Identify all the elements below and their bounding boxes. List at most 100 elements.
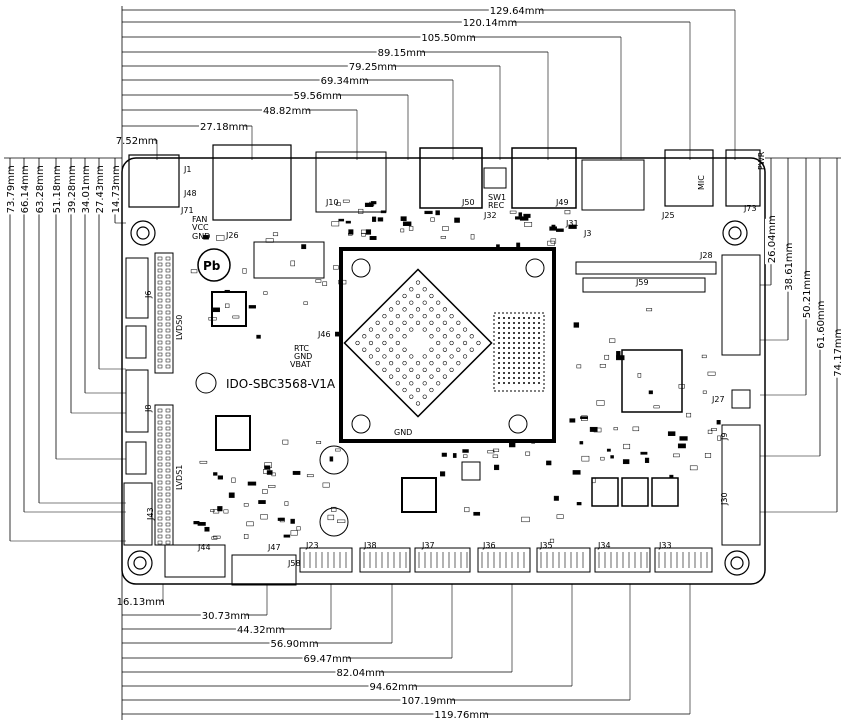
bottom-header-connector — [477, 547, 531, 573]
j25-audio — [664, 149, 714, 207]
top-dim-label: 79.25mm — [349, 62, 397, 73]
chip-lvds1 — [215, 415, 251, 451]
left-dim-label: 34.01mm — [81, 165, 92, 213]
right-dim-label: 50.21mm — [802, 270, 813, 318]
lvds1-header — [154, 404, 174, 546]
label-rtc: RTC — [294, 344, 309, 353]
label-rtc-vbat: VBAT — [290, 360, 311, 369]
j44-header — [164, 544, 226, 578]
label-j3: J3 — [583, 229, 591, 238]
label-j37: J37 — [421, 541, 435, 550]
top-dimension-lines: 129.64mm120.14mm105.50mm89.15mm79.25mm69… — [114, 4, 736, 584]
j49-ethernet — [511, 147, 577, 209]
bottom-header-connector — [299, 547, 353, 573]
label-j46: J46 — [317, 330, 331, 339]
chip-right — [621, 349, 683, 413]
right-dim-label: 61.60mm — [816, 301, 827, 349]
j59-strip — [575, 261, 717, 275]
gnd-marker-label: GND — [394, 428, 412, 437]
bottom-header-connector — [654, 547, 713, 573]
left-dim-label: 39.28mm — [67, 165, 78, 213]
label-j6: J6 — [144, 291, 153, 299]
right-dim-label: 26.04mm — [767, 215, 778, 263]
top-dim-label: 89.15mm — [378, 48, 426, 59]
bottom-dim-label: 107.19mm — [401, 696, 455, 707]
mounting-holes — [127, 220, 750, 576]
label-j59: J59 — [635, 278, 649, 287]
bottom-dimension-lines: 16.13mm30.73mm44.32mm56.90mm69.47mm82.04… — [115, 584, 691, 721]
j28-connector — [721, 254, 761, 356]
right-dim-label: 38.61mm — [784, 243, 795, 291]
label-j9: J9 — [720, 433, 729, 441]
bottom-dim-label: 119.76mm — [434, 710, 488, 721]
label-rtc-gnd: GND — [294, 352, 312, 361]
label-fan: FAN — [192, 215, 207, 224]
top-dim-label: 129.64mm — [490, 6, 544, 17]
left-dim-label: 63.28mm — [35, 165, 46, 213]
battery-holder — [195, 372, 217, 394]
bottom-dim-label: 16.13mm — [117, 597, 165, 608]
j3-hdmi — [581, 159, 645, 211]
j59-strip-2 — [582, 277, 706, 293]
label-j48: J48 — [183, 189, 197, 198]
j8-connector — [125, 369, 149, 433]
mounting-hole — [722, 220, 748, 246]
top-dim-label: 69.34mm — [321, 76, 369, 87]
label-rec: REC — [488, 201, 505, 210]
chip-top-left — [253, 241, 325, 279]
label-j31: J31 — [565, 219, 579, 228]
label-j73: J73 — [743, 204, 757, 213]
label-j28: J28 — [699, 251, 713, 260]
j27-connector — [731, 389, 751, 409]
right-dim-label: 74.17mm — [833, 329, 843, 377]
j1-usb-connector — [128, 154, 180, 208]
label-j26: J26 — [225, 231, 239, 240]
bottom-dim-label: 82.04mm — [337, 668, 385, 679]
mounting-hole — [724, 550, 750, 576]
label-fan-gnd: GND — [192, 232, 210, 241]
label-j44: J44 — [197, 543, 211, 552]
top-dim-label: 105.50mm — [421, 33, 475, 44]
top-dim-label: 48.82mm — [263, 106, 311, 117]
label-fan-vcc: VCC — [192, 223, 209, 232]
j73-power — [725, 149, 761, 207]
left-dim-label: 51.18mm — [52, 165, 63, 213]
bottom-dim-label: 69.47mm — [304, 654, 352, 665]
label-j43: J43 — [146, 507, 155, 521]
left-dim-label: 14.73mm — [111, 165, 122, 213]
left-dim-label: 66.14mm — [20, 165, 31, 213]
soc-module-outline — [339, 247, 556, 443]
label-lvds0: LVDS0 — [175, 315, 184, 340]
j43-connector — [123, 482, 153, 546]
label-j38: J38 — [363, 541, 377, 550]
j50-ethernet — [419, 147, 483, 209]
chip-center — [401, 477, 437, 513]
bottom-header-connector — [414, 547, 471, 573]
memory-chip — [493, 312, 545, 392]
left-dim-label: 27.43mm — [95, 165, 106, 213]
inductor-2 — [319, 507, 349, 537]
label-pwr: PWR — [757, 151, 766, 170]
bottom-dim-label: 30.73mm — [202, 611, 250, 622]
mounting-hole — [127, 550, 153, 576]
label-j50: J50 — [461, 198, 475, 207]
soc-bga-chip — [343, 268, 493, 418]
label-j34: J34 — [597, 541, 611, 550]
j6-connector — [125, 257, 149, 319]
chip-power-2 — [621, 477, 649, 507]
svg-text:Pb: Pb — [203, 259, 221, 273]
label-j47: J47 — [267, 543, 281, 552]
j30-connector — [721, 424, 761, 546]
label-j33: J33 — [658, 541, 672, 550]
label-j27: J27 — [711, 395, 725, 404]
label-j49: J49 — [555, 198, 569, 207]
board-name-label: IDO-SBC3568-V1A — [226, 377, 336, 391]
label-j1: J1 — [183, 165, 191, 174]
bottom-header-connector — [359, 547, 411, 573]
label-mic: MIC — [697, 175, 706, 190]
label-j36: J36 — [482, 541, 496, 550]
left-dim-label: 73.79mm — [6, 165, 17, 213]
